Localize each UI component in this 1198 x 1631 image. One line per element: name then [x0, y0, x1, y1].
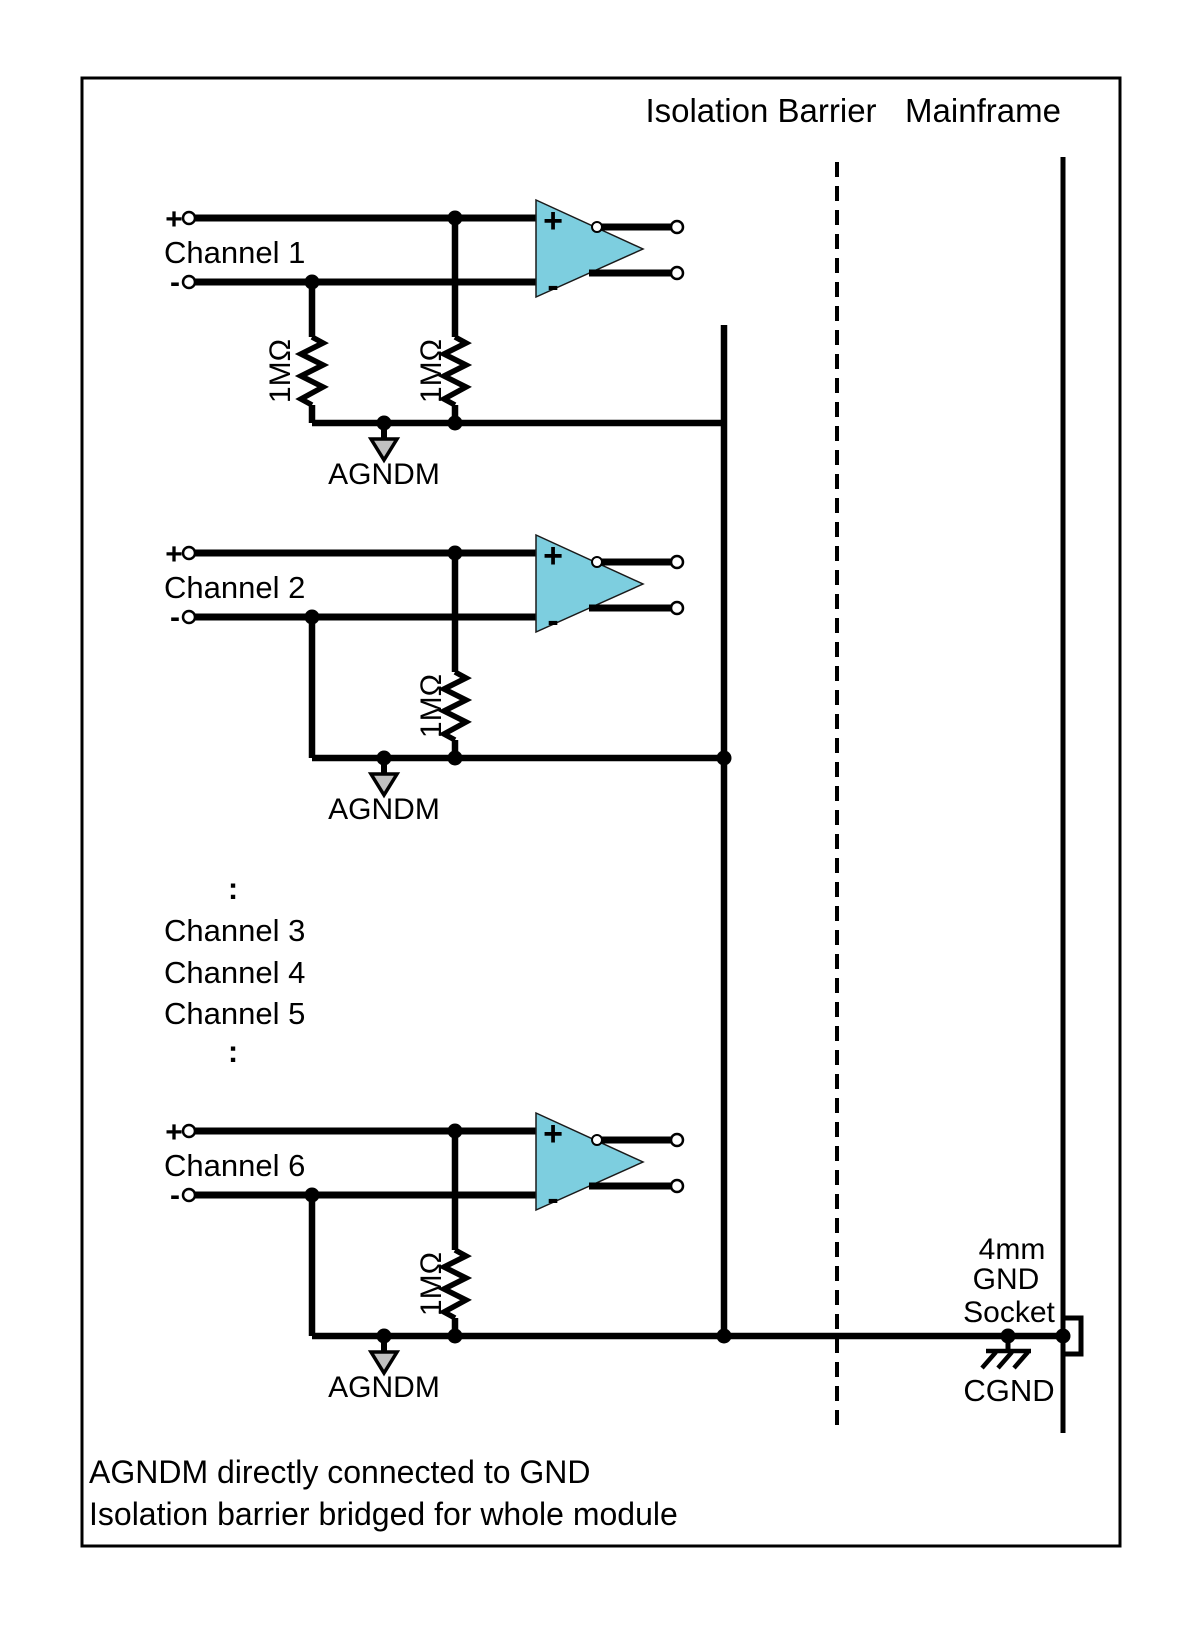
ch3-label: Channel 3 [164, 913, 305, 948]
cgnd-hatch-3 [1012, 1350, 1030, 1370]
ch1-opamp-plus-label: + [543, 202, 563, 240]
ch1-right-resistor-zigzag [437, 334, 473, 408]
diagram-frame [80, 76, 1122, 1548]
ch1-agndm-ground-icon [367, 437, 401, 464]
ch2-output-upper-end-circle [669, 554, 685, 570]
ch2-resistor-value: 1MΩ [415, 674, 448, 738]
ch6-agndm-ground-icon [367, 1350, 401, 1377]
ch6-output-upper-start-circle [591, 1134, 603, 1146]
ch2-plus-terminal-circle [181, 545, 197, 561]
channel-6-group: + Channel 6 - 1MΩ AGNDM + - [164, 1111, 1063, 1404]
gnd-socket-icon [1065, 1315, 1084, 1357]
cgnd-hatch-1 [980, 1350, 998, 1370]
mainframe-title: Mainframe [905, 92, 1061, 129]
socket-label-socket: Socket [963, 1296, 1055, 1329]
ch2-resistor-zigzag [437, 669, 473, 743]
ch2-agndm-label: AGNDM [328, 793, 440, 826]
ellipsis-bottom: : [228, 1034, 238, 1069]
ch6-opamp-plus-label: + [543, 1115, 563, 1153]
ch2-plus-terminal-label: + [165, 538, 183, 571]
channel-2-group: + Channel 2 - 1MΩ AGNDM + - [164, 533, 724, 826]
ch6-output-upper-end-circle [669, 1132, 685, 1148]
note-line-2: Isolation barrier bridged for whole modu… [89, 1496, 678, 1532]
ch1-plus-terminal-label: + [165, 203, 183, 236]
ch1-output-lower-end-circle [669, 265, 685, 281]
ch6-output-lower-end-circle [669, 1178, 685, 1194]
cgnd-chassis-ground-icon [980, 1336, 1031, 1370]
socket-label-size: 4mm [979, 1233, 1046, 1266]
isolation-barrier-title: Isolation Barrier [645, 92, 876, 129]
ch5-label: Channel 5 [164, 996, 305, 1031]
ch2-opamp-minus-label: - [547, 602, 558, 640]
ch4-label: Channel 4 [164, 955, 305, 990]
cgnd-hatch-2 [996, 1350, 1014, 1370]
ch1-left-resistor-zigzag [294, 334, 330, 408]
ch1-label: Channel 1 [164, 235, 305, 270]
cgnd-label: CGND [963, 1373, 1054, 1408]
ellipsis-top: : [228, 871, 238, 906]
mainframe-junction-dot [1055, 1328, 1071, 1344]
ch1-left-resistor-value: 1MΩ [264, 339, 297, 403]
ch2-minus-terminal-circle [181, 609, 197, 625]
ch6-plus-terminal-label: + [165, 1116, 183, 1149]
ch1-minus-terminal-circle [181, 274, 197, 290]
ch2-rail-junction-dot [447, 750, 463, 766]
bus-junction-dot-ch2 [716, 750, 732, 766]
ch1-opamp-minus-label: - [547, 267, 558, 305]
ch2-output-upper-start-circle [591, 556, 603, 568]
ch2-minus-terminal-label: - [170, 601, 180, 634]
ch6-minus-terminal-circle [181, 1187, 197, 1203]
ch2-agndm-ground-icon [367, 772, 401, 799]
channel-1-group: + Channel 1 - 1MΩ 1MΩ AGNDM + - [164, 198, 724, 491]
ch2-opamp-plus-label: + [543, 537, 563, 575]
ch1-right-resistor-value: 1MΩ [415, 339, 448, 403]
ch6-resistor-zigzag [437, 1247, 473, 1321]
ch6-label: Channel 6 [164, 1148, 305, 1183]
ch1-minus-terminal-label: - [170, 266, 180, 299]
ch1-agndm-label: AGNDM [328, 458, 440, 491]
ch6-minus-terminal-label: - [170, 1179, 180, 1212]
ch6-opamp-minus-label: - [547, 1180, 558, 1218]
bus-junction-dot-ch6 [716, 1328, 732, 1344]
ch2-label: Channel 2 [164, 570, 305, 605]
socket-label-gnd: GND [973, 1263, 1040, 1296]
ch6-agndm-label: AGNDM [328, 1371, 440, 1404]
ch6-rail-junction-dot [447, 1328, 463, 1344]
ch1-output-upper-end-circle [669, 219, 685, 235]
ch2-output-lower-end-circle [669, 600, 685, 616]
ch1-output-upper-start-circle [591, 221, 603, 233]
note-line-1: AGNDM directly connected to GND [89, 1454, 591, 1490]
ch1-plus-terminal-circle [181, 210, 197, 226]
ch1-rail-junction-dot [447, 415, 463, 431]
ch6-plus-terminal-circle [181, 1123, 197, 1139]
ch6-resistor-value: 1MΩ [415, 1252, 448, 1316]
